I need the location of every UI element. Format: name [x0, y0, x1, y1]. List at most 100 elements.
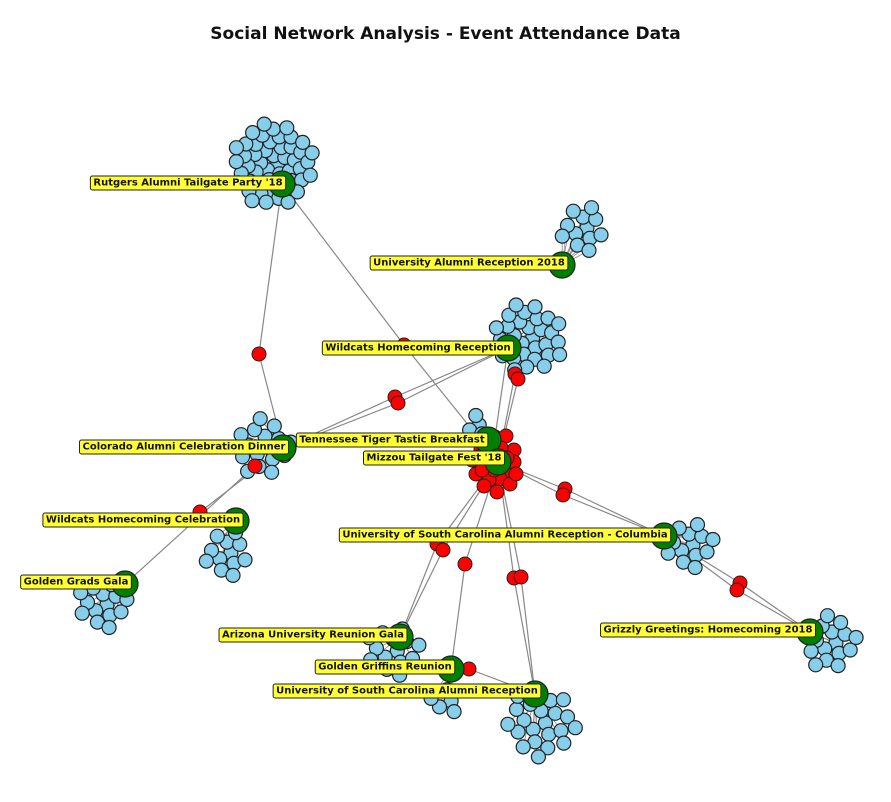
attendee-node — [705, 531, 721, 548]
event-label-usc_columbia: University of South Carolina Alumni Rece… — [338, 527, 672, 543]
attendee-node — [551, 316, 567, 332]
event-label-text: Tennessee Tiger Tastic Breakfast — [299, 435, 484, 446]
attendee-node — [295, 134, 311, 150]
event-label-text: Arizona University Reunion Gala — [222, 630, 404, 641]
attendee-node — [488, 320, 504, 336]
attendee-node — [687, 559, 703, 576]
event-label-text: University of South Carolina Alumni Rece… — [276, 686, 538, 697]
shared-attendee-node — [247, 458, 263, 474]
attendee-node — [228, 154, 244, 170]
attendee-node — [510, 724, 526, 740]
attendee-node — [689, 516, 706, 533]
attendee-node — [508, 297, 524, 313]
attendee-node — [411, 637, 427, 653]
event-label-text: Golden Griffins Reunion — [318, 662, 451, 673]
attendee-node — [842, 642, 858, 658]
attendee-node — [551, 347, 568, 363]
attendee-node — [819, 608, 836, 624]
event-label-text: Wildcats Homecoming Reception — [325, 343, 510, 354]
shared-edge — [399, 543, 438, 638]
attendee-node — [581, 242, 597, 258]
attendee-node — [553, 723, 569, 739]
event-label-tennessee: Tennessee Tiger Tastic Breakfast — [295, 432, 489, 448]
attendee-node — [567, 720, 583, 736]
label-layer: Rutgers Alumni Tailgate Party '18Univers… — [20, 175, 817, 699]
shared-edge — [520, 576, 536, 695]
shared-attendee-node — [251, 346, 267, 362]
attendee-node — [266, 418, 282, 434]
event-label-text: Grizzly Greetings: Homecoming 2018 — [604, 625, 813, 636]
shared-attendee-node — [513, 569, 529, 585]
attendee-node — [209, 528, 225, 544]
event-label-text: University Alumni Reception 2018 — [373, 258, 565, 269]
attendee-node — [536, 358, 552, 374]
attendee-node — [516, 712, 532, 728]
event-label-arizona: Arizona University Reunion Gala — [218, 627, 408, 643]
shared-edge — [494, 347, 509, 438]
event-label-golden_griffins: Golden Griffins Reunion — [314, 659, 456, 675]
shared-attendee-node — [476, 478, 492, 494]
attendee-node — [228, 140, 244, 156]
attendee-node — [848, 629, 864, 646]
shared-attendee-node — [555, 487, 571, 503]
attendee-node — [527, 299, 543, 315]
shared-attendee-node — [390, 395, 406, 411]
attendee-node — [245, 125, 261, 141]
attendee-node — [808, 657, 824, 673]
shared-attendee-node — [457, 556, 473, 572]
shared-edge — [513, 577, 536, 695]
chart-title: Social Network Analysis - Event Attendan… — [210, 24, 681, 44]
attendee-node — [699, 544, 715, 560]
shared-attendee-node — [435, 542, 451, 558]
attendee-node — [279, 120, 295, 136]
attendee-node — [304, 145, 320, 161]
attendee-node — [225, 567, 241, 584]
attendee-node — [101, 619, 117, 636]
event-label-usc: University of South Carolina Alumni Rece… — [272, 683, 542, 699]
attendee-node — [540, 740, 556, 756]
attendee-node — [555, 692, 572, 708]
event-label-wildcats_rec: Wildcats Homecoming Reception — [321, 340, 515, 356]
attendee-node — [508, 701, 525, 718]
shared-attendee-node — [508, 466, 524, 482]
shared-attendee-node — [489, 484, 505, 500]
event-label-mizzou: Mizzou Tailgate Fest '18 — [363, 450, 506, 466]
event-label-text: Golden Grads Gala — [24, 577, 129, 588]
attendee-node — [244, 193, 260, 209]
attendee-node — [500, 716, 516, 732]
attendee-node — [530, 749, 547, 765]
attendee-node — [74, 605, 90, 621]
event-label-text: Wildcats Homecoming Celebration — [46, 515, 240, 526]
attendee-node — [198, 553, 214, 569]
attendee-node — [830, 657, 846, 674]
attendee-node — [252, 411, 268, 427]
attendee-node — [501, 307, 517, 323]
event-label-text: Mizzou Tailgate Fest '18 — [367, 453, 502, 464]
attendee-node — [832, 614, 849, 631]
shared-edge — [399, 549, 444, 638]
attendee-node — [256, 116, 272, 132]
attendee-node — [550, 334, 566, 350]
event-label-rutgers: Rutgers Alumni Tailgate Party '18 — [89, 175, 287, 191]
event-label-wildcats_cel: Wildcats Homecoming Celebration — [42, 512, 244, 528]
attendee-node — [554, 228, 570, 244]
event-label-uar2018: University Alumni Reception 2018 — [369, 255, 569, 271]
event-label-grizzly: Grizzly Greetings: Homecoming 2018 — [600, 622, 817, 638]
attendee-node — [468, 407, 484, 424]
event-label-text: University of South Carolina Alumni Rece… — [342, 530, 667, 541]
shared-edge — [394, 347, 509, 398]
shared-edge — [258, 183, 283, 355]
shared-edge — [281, 183, 405, 346]
attendee-node — [113, 604, 129, 620]
attendee-node — [446, 703, 462, 720]
attendee-node — [559, 709, 576, 725]
shared-attendee-node — [510, 371, 526, 387]
event-label-colorado: Colorado Alumni Celebration Dinner — [79, 439, 290, 455]
attendee-node — [264, 464, 280, 480]
shared-attendee-node — [729, 582, 745, 598]
attendee-node — [515, 739, 531, 755]
attendee-node — [556, 735, 572, 751]
attendee-node — [258, 194, 274, 210]
attendee-node — [237, 552, 253, 568]
